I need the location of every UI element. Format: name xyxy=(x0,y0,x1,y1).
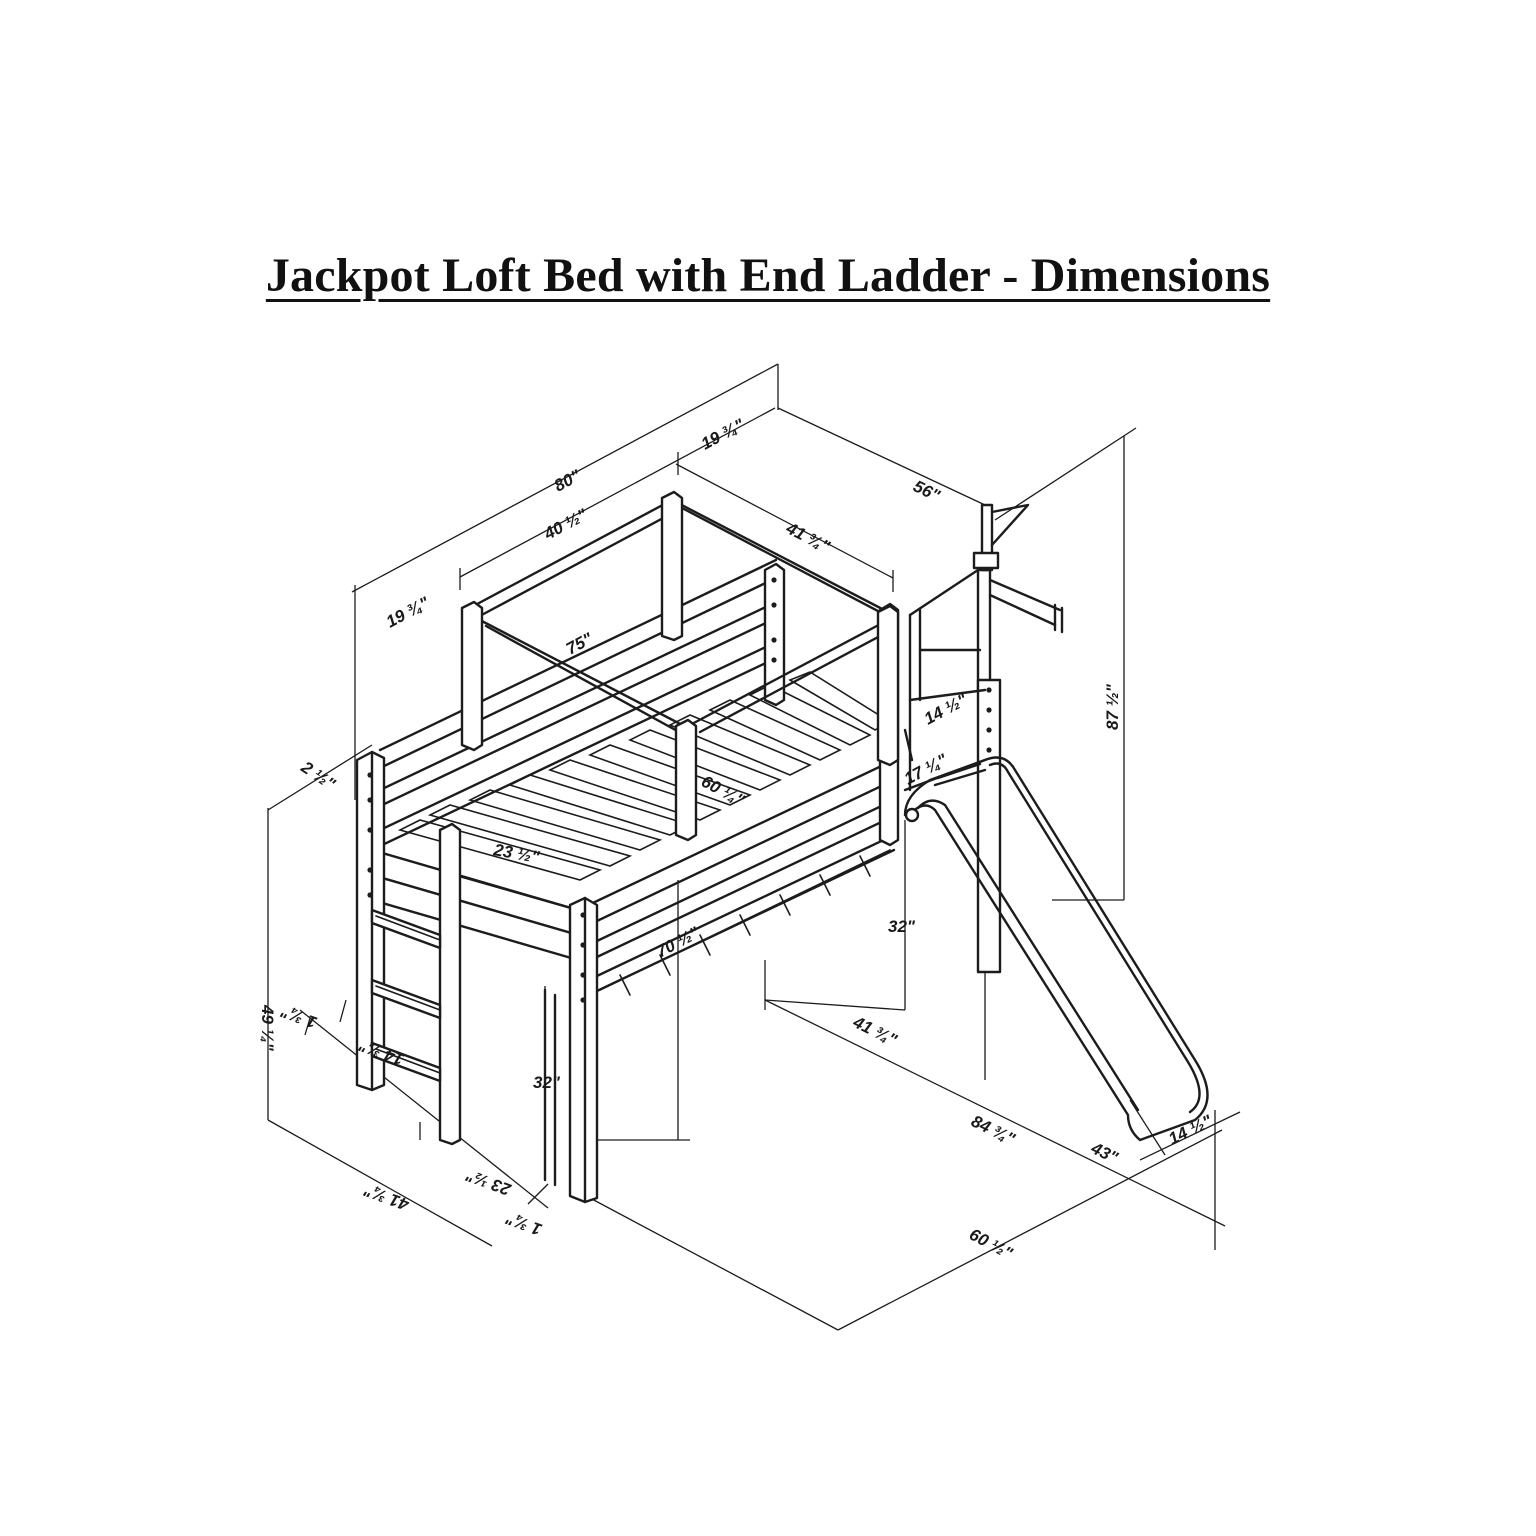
dim-bed-height: 49 ¼" xyxy=(258,1004,277,1052)
dimension-lines xyxy=(267,363,1241,1331)
underside-slats xyxy=(599,849,891,996)
dim-top-offset-left: 19 ¾" xyxy=(383,593,433,632)
slide xyxy=(903,756,1209,1142)
dim-canopy-width: 41 ¾" xyxy=(782,518,833,557)
dim-clearance-right: 32" xyxy=(888,917,916,936)
dim-overall-height: 87 ½" xyxy=(1103,683,1122,730)
dimension-labels: 80" 19 ¾" 40 ½" 19 ¾" 56" 41 ¾" 75" 2 ½"… xyxy=(258,415,1216,1264)
dim-clearance-left: 32" xyxy=(533,1073,561,1092)
page-title: Jackpot Loft Bed with End Ladder - Dimen… xyxy=(265,249,1271,302)
dim-slide-run: 84 ¾" xyxy=(968,1112,1018,1150)
dim-mattress-length: 75" xyxy=(563,629,597,659)
dim-top-offset-right: 19 ¾" xyxy=(698,415,748,454)
ladder xyxy=(370,908,442,1083)
dim-end-post-b: 1 ¾" xyxy=(503,1208,545,1239)
dim-ladder-width: 23 ½" xyxy=(463,1165,514,1199)
bed-frame xyxy=(355,490,1209,1204)
dim-overall-width: 56" xyxy=(910,477,943,506)
dim-base-width: 60 ½" xyxy=(966,1225,1016,1264)
dim-end-width: 41 ¾" xyxy=(361,1180,412,1214)
dim-end-post-a: 1 ¾" xyxy=(278,1001,320,1032)
dim-slide-width: 14 ½" xyxy=(1165,1111,1215,1149)
canopy xyxy=(460,490,900,842)
dim-slide-offset: 41 ¾" xyxy=(849,1012,900,1050)
dim-slide-length: 43" xyxy=(1087,1138,1121,1168)
tower xyxy=(903,503,1064,974)
dim-canopy-length: 40 ½" xyxy=(540,505,591,544)
